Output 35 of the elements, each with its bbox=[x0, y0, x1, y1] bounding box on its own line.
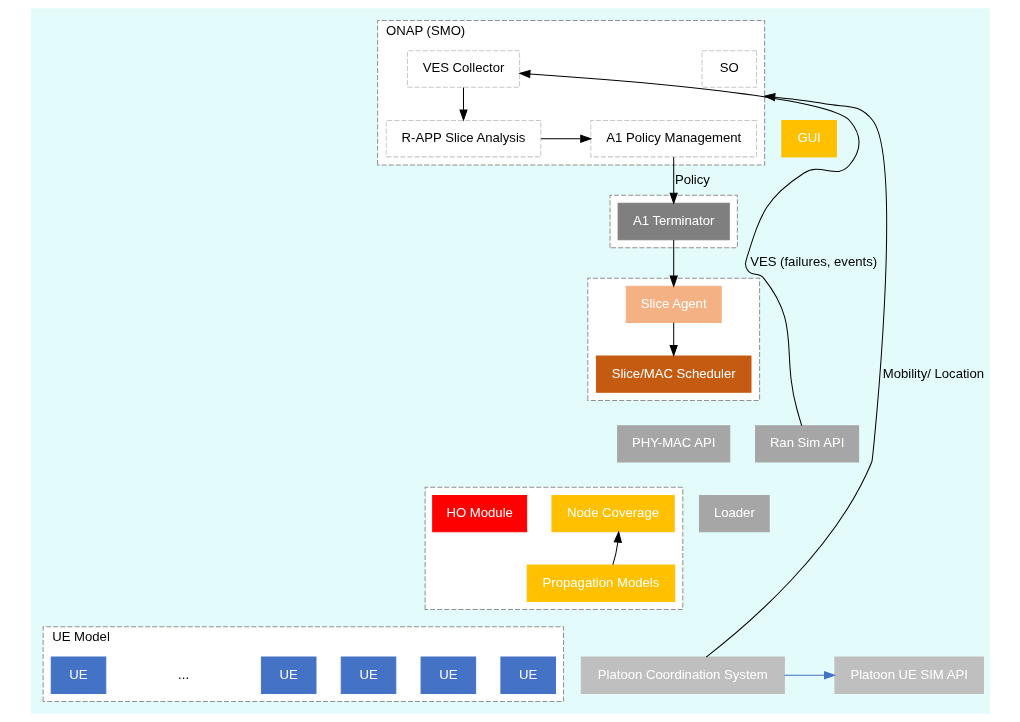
node-box: UE bbox=[340, 656, 396, 694]
node-box: VES Collector bbox=[406, 50, 520, 88]
arrow bbox=[705, 92, 887, 658]
node-box: SO bbox=[701, 50, 757, 88]
node-box: HO Module bbox=[431, 494, 527, 533]
node-box: Ran Sim API bbox=[754, 425, 859, 463]
edge-label: Policy bbox=[674, 171, 710, 187]
node-box: GUI bbox=[780, 120, 837, 158]
node-box: Node Coverage bbox=[550, 494, 675, 533]
arrow bbox=[783, 671, 836, 680]
edge-label: VES (failures, events) bbox=[749, 254, 877, 270]
node-box: Platoon Coordination System bbox=[580, 656, 785, 694]
node-box: A1 Terminator bbox=[617, 202, 730, 241]
arrow bbox=[540, 134, 592, 143]
cluster bbox=[424, 486, 683, 611]
arrow bbox=[611, 530, 622, 566]
node-box: R-APP Slice Analysis bbox=[385, 120, 541, 158]
arrow bbox=[668, 322, 678, 358]
node-box: UE bbox=[260, 656, 316, 694]
arrow bbox=[517, 69, 860, 427]
node-box: Propagation Models bbox=[526, 564, 675, 602]
node-box: Slice/MAC Scheduler bbox=[595, 355, 751, 393]
label: ... bbox=[177, 666, 189, 682]
arrow bbox=[668, 156, 678, 205]
node-box: Slice Agent bbox=[625, 285, 722, 324]
node-box: UE bbox=[50, 656, 106, 694]
node-box: UE bbox=[420, 656, 476, 694]
node-box: PHY-MAC API bbox=[616, 425, 730, 463]
edge-label: Mobility/ Location bbox=[882, 365, 984, 381]
node-box: A1 Policy Management bbox=[589, 120, 757, 158]
arrow bbox=[458, 86, 468, 122]
node-box: Loader bbox=[698, 494, 770, 533]
node-box: Platoon UE SIM API bbox=[833, 656, 984, 694]
node-box: UE bbox=[499, 656, 556, 694]
arrow bbox=[668, 239, 678, 288]
